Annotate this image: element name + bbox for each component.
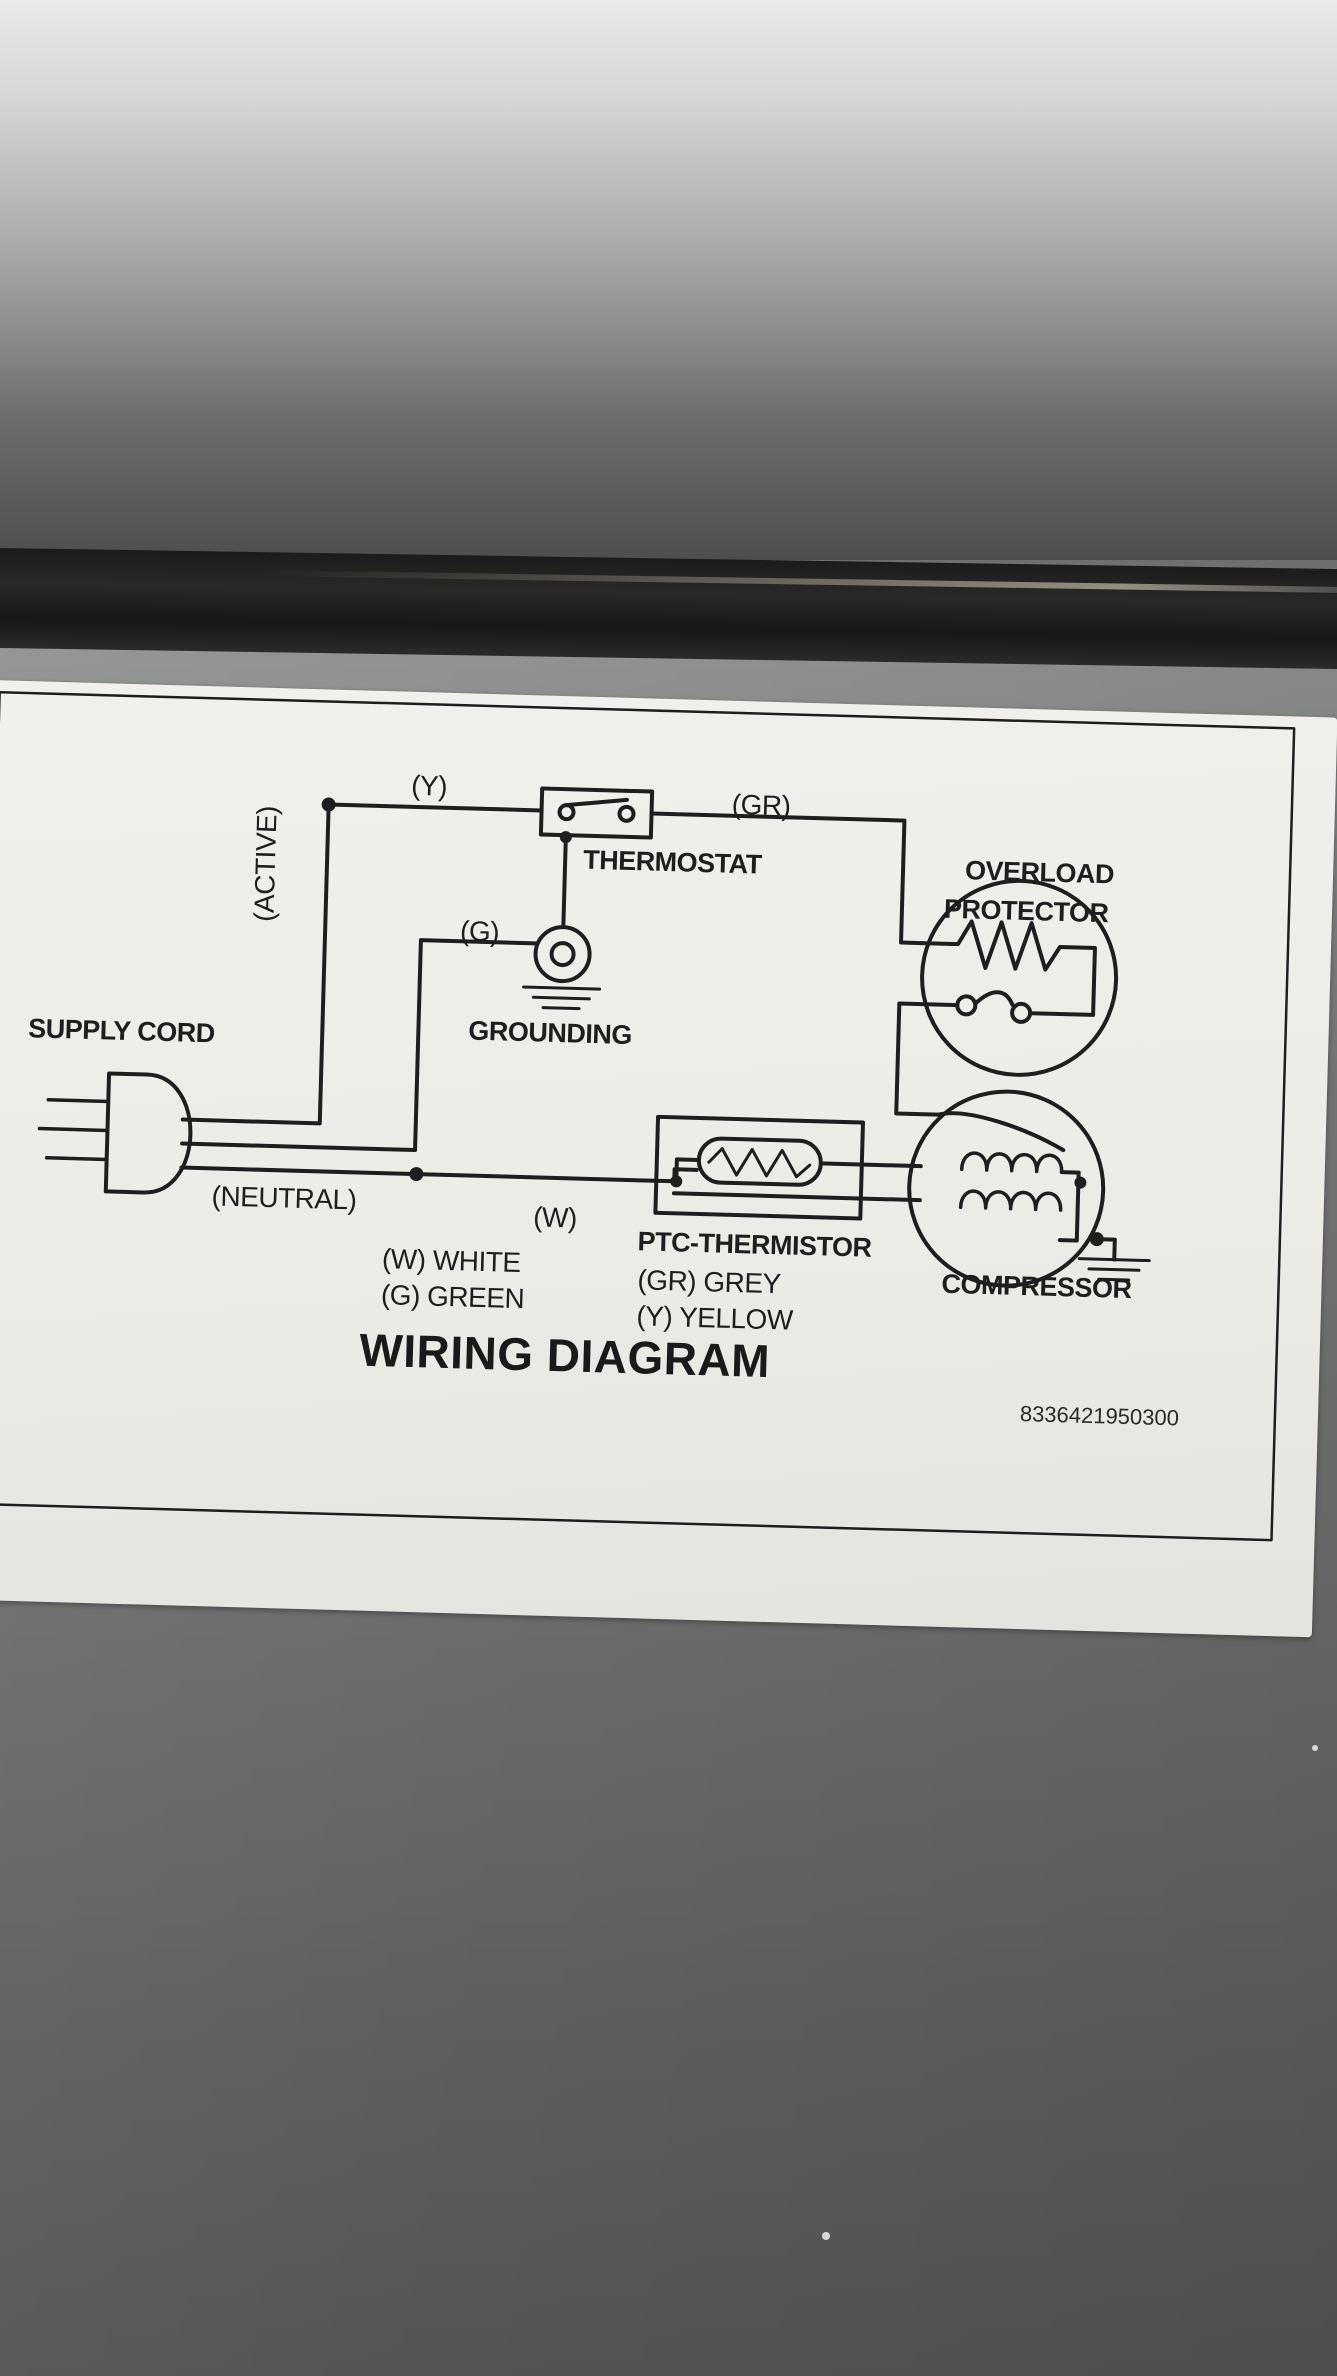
- legend-grey: (GR) GREY: [637, 1264, 782, 1300]
- thermostat-label: THERMOSTAT: [582, 844, 763, 880]
- compressor-label: COMPRESSOR: [941, 1268, 1132, 1305]
- ptc-thermistor-label: PTC-THERMISTOR: [637, 1226, 872, 1263]
- wire-label-yellow: (Y): [410, 769, 448, 802]
- ptc-thermistor-symbol: [653, 1114, 865, 1221]
- supply-cord-label: SUPPLY CORD: [27, 1013, 216, 1049]
- wire-label-green: (G): [459, 915, 500, 948]
- grounding-label: GROUNDING: [467, 1015, 633, 1051]
- wire-label-active: (ACTIVE): [248, 805, 283, 923]
- legend-green: (G) GREEN: [380, 1279, 525, 1315]
- part-number: 8336421950300: [1019, 1401, 1180, 1431]
- wire-label-grey: (GR): [731, 788, 791, 822]
- wiring-diagram-sticker: (Y) (GR) THERMOSTAT OVERLOAD PROTECTOR (…: [0, 680, 1337, 1638]
- overload-protector-symbol: [920, 878, 1119, 1077]
- green-wire: [180, 938, 538, 1153]
- yellow-wire: [326, 802, 544, 813]
- appliance-edge-trim: [0, 548, 1337, 670]
- legend-white: (W) WHITE: [381, 1243, 521, 1279]
- overload-compressor-link: [894, 1001, 960, 1117]
- plug-symbol: [103, 1071, 193, 1195]
- thermostat-ground-link: [561, 833, 568, 929]
- wire-label-neutral: (NEUTRAL): [211, 1180, 357, 1216]
- grey-wire: [649, 811, 938, 946]
- neutral-wire: [179, 1165, 677, 1184]
- wiring-schematic: [0, 691, 1296, 1542]
- grounding-symbol: [533, 925, 592, 984]
- appliance-top-surface: [0, 0, 1337, 560]
- overload-label-line1: OVERLOAD: [964, 855, 1115, 890]
- surface-speck: [1312, 1745, 1318, 1751]
- wire-label-white: (W): [532, 1201, 578, 1234]
- active-wire: [180, 802, 331, 1126]
- label-border: [0, 691, 1296, 1542]
- diagram-title: WIRING DIAGRAM: [358, 1323, 771, 1388]
- compressor-symbol: [907, 1089, 1106, 1288]
- overload-label-line2: PROTECTOR: [943, 893, 1109, 929]
- surface-speck: [822, 2232, 830, 2240]
